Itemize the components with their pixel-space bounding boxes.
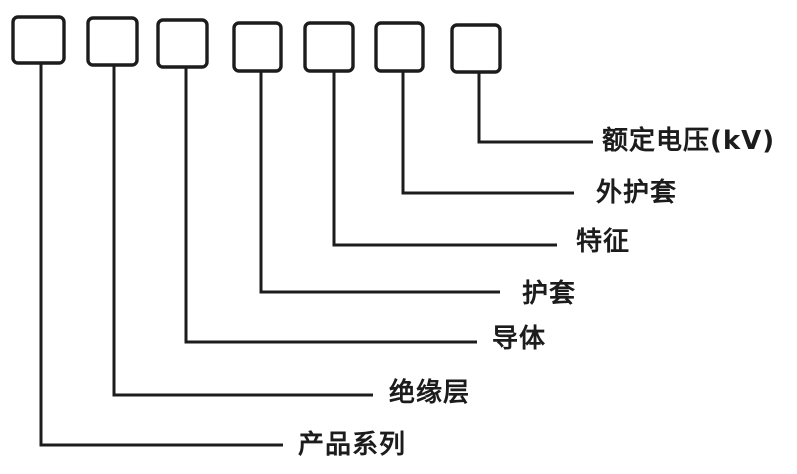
connector-outer-sheath <box>401 71 574 195</box>
diagram-row-conductor: 导体 <box>156 18 546 354</box>
connector-sheath <box>259 71 500 294</box>
code-box-outer-sheath <box>374 21 425 73</box>
connector-insulation <box>112 65 373 397</box>
label-rated-voltage: 额定电压(kV) <box>602 125 775 156</box>
code-box-conductor <box>156 18 209 69</box>
label-sheath: 护套 <box>522 279 576 309</box>
code-box-feature <box>303 21 355 73</box>
diagram-row-feature: 特征 <box>303 21 630 257</box>
diagram-row-sheath: 护套 <box>232 21 576 309</box>
label-outer-sheath: 外护套 <box>596 178 677 208</box>
code-box-product-series <box>11 15 66 65</box>
label-conductor: 导体 <box>492 324 546 354</box>
diagram-row-rated-voltage: 额定电压(kV) <box>450 23 775 156</box>
code-box-sheath <box>232 21 283 73</box>
label-insulation: 绝缘层 <box>389 377 470 408</box>
label-product-series: 产品系列 <box>298 430 406 460</box>
connector-rated-voltage <box>477 72 593 144</box>
connector-product-series <box>39 63 283 447</box>
connector-feature <box>332 71 557 247</box>
diagram-row-product-series: 产品系列 <box>11 15 406 460</box>
diagram-row-insulation: 绝缘层 <box>86 16 470 408</box>
diagram-row-outer-sheath: 外护套 <box>374 21 677 208</box>
connector-conductor <box>184 67 477 344</box>
code-box-insulation <box>86 16 139 67</box>
label-feature: 特征 <box>576 226 630 257</box>
code-box-rated-voltage <box>450 23 502 74</box>
